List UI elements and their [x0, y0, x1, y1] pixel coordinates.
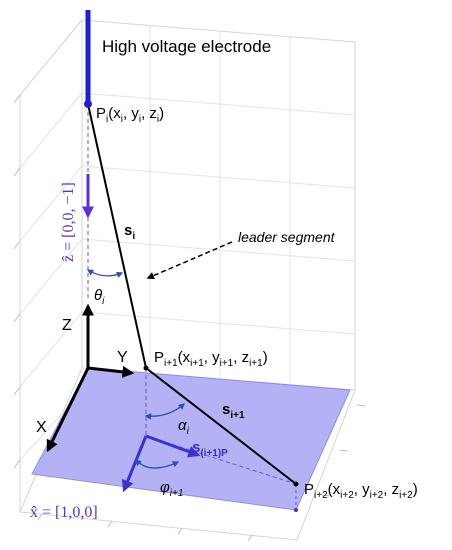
segment-sproj-label: s(i+1)P [192, 439, 228, 459]
sproj-arrow [145, 434, 201, 458]
alpha-arc [144, 403, 185, 420]
alpha-label: αi [178, 417, 190, 437]
segment-si-line [87, 103, 147, 369]
segment-si1-line [145, 367, 297, 485]
leader-segment-pointer [146, 241, 233, 280]
phi-label: φi+1 [160, 479, 183, 499]
zhat-equation: ẑ = [0,0, −1] [60, 182, 77, 262]
point-pi2-marker [293, 481, 299, 487]
phi-arc [135, 459, 180, 469]
point-pi-marker [84, 100, 92, 108]
point-pi1-marker [143, 365, 149, 371]
segment-si1-label: si+1 [222, 401, 245, 421]
point-pi-label: Pi(xi, yi, zi) [96, 105, 164, 125]
title: High voltage electrode [102, 37, 271, 56]
point-pi2-projection-marker [294, 508, 298, 512]
axis-z-label: Z [62, 317, 72, 334]
axis-y-label: Y [117, 349, 128, 366]
leader-segment-label: leader segment [238, 229, 336, 245]
axis-x-arrow [46, 367, 90, 453]
xhat-arrow [122, 435, 148, 493]
ground-plane [31, 367, 351, 511]
xhat-equation: x̂ = [1,0,0] [30, 504, 98, 521]
theta-arc [86, 269, 124, 278]
segment-si-label: si [124, 222, 135, 242]
box-grid [13, 19, 366, 542]
point-pi1-label: Pi+1(xi+1, yi+1, zi+1) [154, 349, 268, 369]
point-pi2-label: Pi+2(xi+2, yi+2, zi+2) [304, 481, 418, 501]
theta-label: θi [94, 287, 105, 307]
axis-y-arrow [87, 365, 135, 378]
axis-x-label: X [36, 419, 47, 436]
